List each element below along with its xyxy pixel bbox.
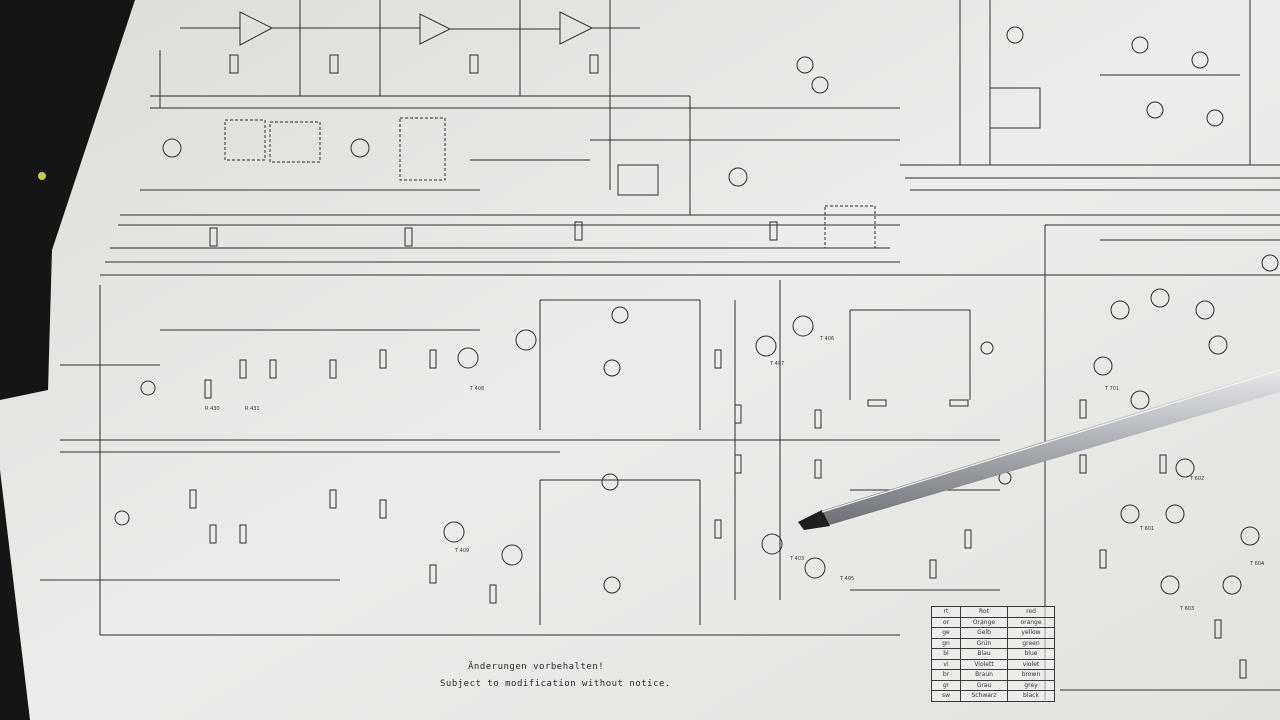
- svg-text:T 408: T 408: [469, 386, 484, 392]
- color-english: green: [1007, 637, 1055, 649]
- svg-text:T 405: T 405: [839, 576, 854, 582]
- color-german: Braun: [960, 669, 1008, 681]
- color-english: red: [1007, 606, 1055, 618]
- svg-text:T 409: T 409: [454, 548, 469, 554]
- color-abbrev: gr: [931, 679, 961, 691]
- svg-text:R 431: R 431: [245, 406, 260, 412]
- color-german: Schwarz: [960, 690, 1008, 702]
- color-german: Grau: [960, 679, 1008, 691]
- color-english: blue: [1007, 648, 1055, 660]
- svg-text:R 430: R 430: [205, 406, 220, 412]
- color-german: Rot: [960, 606, 1008, 618]
- svg-text:T 701: T 701: [1104, 386, 1119, 392]
- color-english: yellow: [1007, 627, 1055, 639]
- color-abbrev: br: [931, 669, 961, 681]
- color-german: Blau: [960, 648, 1008, 660]
- color-german: Orange: [960, 616, 1008, 628]
- color-english: grey: [1007, 679, 1055, 691]
- color-english: orange: [1007, 616, 1055, 628]
- svg-text:T 406: T 406: [819, 336, 834, 342]
- color-german: Violett: [960, 658, 1008, 670]
- color-abbrev: bl: [931, 648, 961, 660]
- svg-text:T 604: T 604: [1249, 561, 1264, 567]
- color-abbrev: ge: [931, 627, 961, 639]
- color-abbrev: or: [931, 616, 961, 628]
- color-abbrev: sw: [931, 690, 961, 702]
- modification-notice-english: Subject to modification without notice.: [440, 679, 671, 689]
- svg-text:T 603: T 603: [1179, 606, 1194, 612]
- svg-text:T 602: T 602: [1189, 476, 1204, 482]
- modification-notice-german: Änderungen vorbehalten!: [468, 662, 605, 672]
- svg-text:T 601: T 601: [1139, 526, 1154, 532]
- pointer: [798, 368, 1280, 530]
- color-abbrev: rt: [931, 606, 961, 618]
- svg-text:T 403: T 403: [789, 556, 804, 562]
- color-german: Gelb: [960, 627, 1008, 639]
- color-english: violet: [1007, 658, 1055, 670]
- color-english: brown: [1007, 669, 1055, 681]
- svg-text:T 407: T 407: [769, 361, 784, 367]
- color-german: Grün: [960, 637, 1008, 649]
- color-abbrev: gn: [931, 637, 961, 649]
- color-english: black: [1007, 690, 1055, 702]
- color-abbrev: vi: [931, 658, 961, 670]
